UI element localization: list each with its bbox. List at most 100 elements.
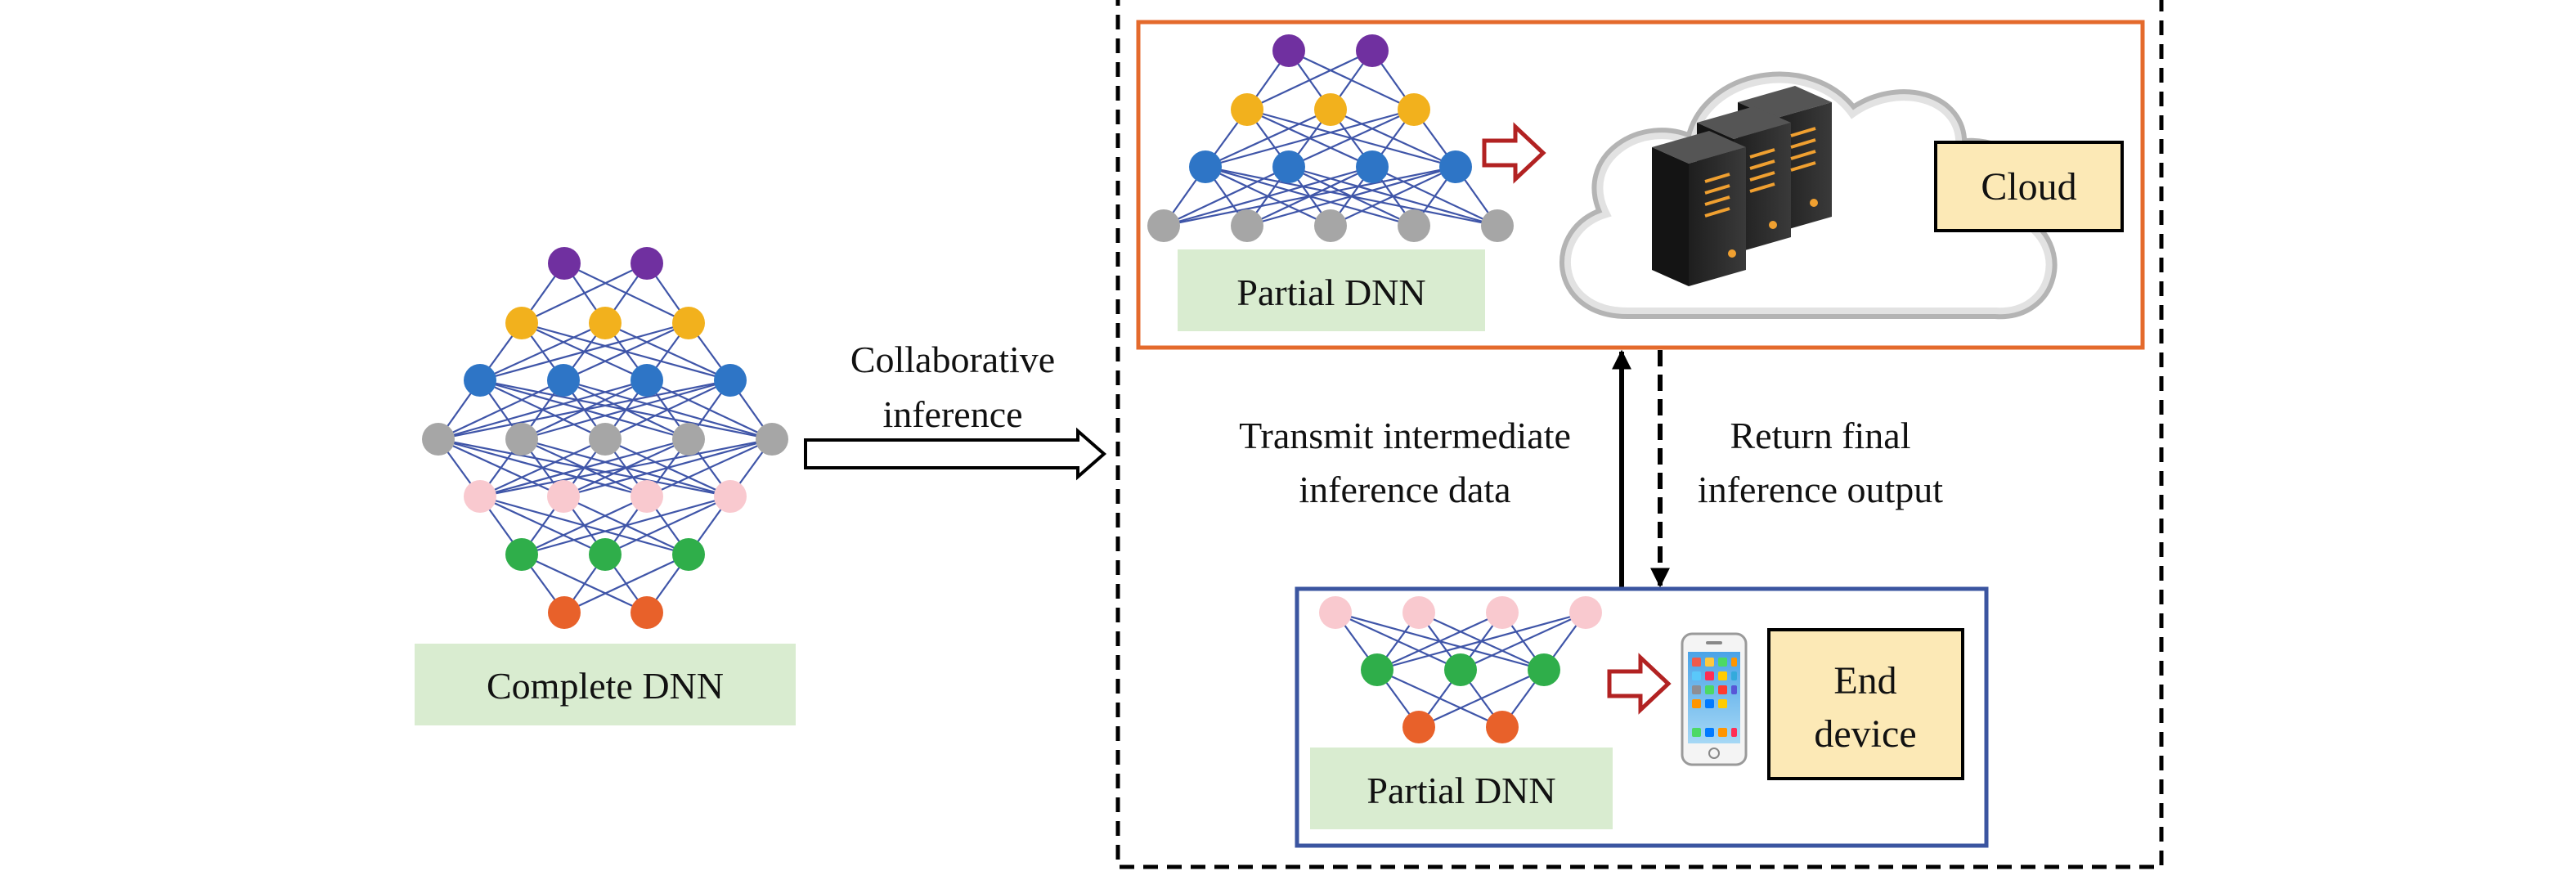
cloud-partial-dnn-label-box bbox=[1178, 249, 1485, 331]
return-label-line2: inference output bbox=[1698, 469, 1943, 510]
neuron-node-gray bbox=[1398, 209, 1430, 242]
network-edge bbox=[646, 438, 773, 498]
network-edge bbox=[1205, 108, 1331, 168]
network-edge bbox=[1376, 611, 1503, 671]
complete-dnn-label-box bbox=[415, 644, 796, 725]
network-edge bbox=[521, 496, 648, 555]
neuron-node-yellow bbox=[589, 307, 622, 339]
neuron-node-green bbox=[505, 538, 538, 571]
neuron-node-pink bbox=[547, 480, 580, 513]
device-box bbox=[1295, 586, 1989, 848]
neuron-node-orange bbox=[1486, 711, 1519, 743]
cloud-tag: Cloud bbox=[1981, 165, 2076, 209]
complete-dnn-label: Complete DNN bbox=[487, 665, 724, 707]
neuron-node-pink bbox=[464, 480, 496, 513]
device-partial-dnn-label-box bbox=[1310, 748, 1613, 829]
network-edge bbox=[1376, 611, 1586, 671]
neuron-node-gray bbox=[672, 423, 705, 456]
network-edge bbox=[479, 321, 689, 382]
network-edge bbox=[438, 379, 731, 441]
device-partial-dnn-network bbox=[1319, 596, 1602, 743]
neuron-node-green bbox=[1528, 653, 1560, 686]
end-device-tag-line2: device bbox=[1814, 712, 1916, 756]
neuron-node-pink bbox=[1402, 596, 1435, 629]
network-edge bbox=[563, 321, 689, 382]
cloud-red-arrow bbox=[1482, 122, 1546, 184]
collaborative-label-line2: inference bbox=[882, 393, 1022, 435]
network-edge bbox=[1163, 166, 1290, 227]
network-edge bbox=[1330, 166, 1456, 227]
network-edge bbox=[563, 554, 689, 613]
collaborative-arrow bbox=[804, 427, 1107, 481]
transmit-label-line1: Transmit intermediate bbox=[1239, 415, 1571, 456]
neuron-node-gray bbox=[1314, 209, 1347, 242]
device-red-arrow bbox=[1607, 653, 1672, 715]
cloud-box bbox=[1136, 20, 2145, 350]
network-edge bbox=[1460, 611, 1586, 671]
end-device-tag-line1: End bbox=[1833, 659, 1896, 703]
neuron-node-green bbox=[1361, 653, 1393, 686]
cloud-servers-icon bbox=[1560, 71, 2058, 320]
neuron-node-pink bbox=[1319, 596, 1352, 629]
neuron-node-blue bbox=[631, 364, 663, 397]
neuron-node-pink bbox=[631, 480, 663, 513]
neuron-node-blue bbox=[1189, 150, 1222, 183]
neuron-node-blue bbox=[547, 364, 580, 397]
network-edge bbox=[604, 379, 731, 440]
neuron-node-green bbox=[1444, 653, 1477, 686]
smartphone-icon bbox=[1681, 632, 1748, 766]
neuron-node-pink bbox=[1486, 596, 1519, 629]
neuron-node-yellow bbox=[1398, 93, 1430, 126]
neuron-node-pink bbox=[714, 480, 747, 513]
transmit-label-line2: inference data bbox=[1299, 469, 1510, 510]
network-edge bbox=[479, 438, 689, 498]
neuron-node-yellow bbox=[505, 307, 538, 339]
neuron-node-orange bbox=[1402, 711, 1435, 743]
neuron-node-gray bbox=[589, 423, 622, 456]
neuron-node-purple bbox=[548, 247, 581, 280]
network-edges bbox=[1163, 50, 1498, 227]
network-edge bbox=[604, 496, 731, 555]
neuron-node-yellow bbox=[672, 307, 705, 339]
network-edge bbox=[521, 379, 731, 441]
neuron-node-blue bbox=[464, 364, 496, 397]
cloud-partial-dnn-network bbox=[1147, 34, 1514, 242]
network-edge bbox=[563, 438, 773, 498]
device-partial-dnn-label: Partial DNN bbox=[1367, 770, 1555, 811]
network-edge bbox=[1288, 108, 1415, 168]
network-edge bbox=[1205, 108, 1415, 168]
cloud-partial-dnn-label: Partial DNN bbox=[1236, 272, 1425, 313]
network-edge bbox=[1163, 165, 1373, 227]
neuron-node-gray bbox=[422, 423, 455, 456]
network-edge bbox=[438, 379, 648, 441]
neuron-node-orange bbox=[631, 596, 663, 629]
neuron-node-gray bbox=[1481, 209, 1514, 242]
neuron-node-purple bbox=[631, 247, 663, 280]
network-edge bbox=[1246, 165, 1456, 227]
neuron-node-blue bbox=[1272, 150, 1305, 183]
neuron-node-yellow bbox=[1231, 93, 1263, 126]
neuron-node-purple bbox=[1272, 34, 1305, 67]
neuron-node-blue bbox=[1356, 150, 1389, 183]
neuron-node-gray bbox=[1147, 209, 1180, 242]
network-edge bbox=[479, 438, 606, 498]
neuron-node-yellow bbox=[1314, 93, 1347, 126]
network-edge bbox=[521, 263, 648, 324]
neuron-node-gray bbox=[505, 423, 538, 456]
network-edge bbox=[1246, 50, 1373, 110]
neuron-node-gray bbox=[1231, 209, 1263, 242]
neuron-node-gray bbox=[756, 423, 788, 456]
end-device-tag-box bbox=[1767, 628, 1964, 780]
return-label-line1: Return final bbox=[1730, 415, 1911, 456]
neuron-node-blue bbox=[714, 364, 747, 397]
neuron-node-blue bbox=[1439, 150, 1472, 183]
complete-dnn-network bbox=[422, 247, 788, 629]
network-edge bbox=[438, 379, 564, 440]
cloud-tag-box bbox=[1934, 141, 2124, 232]
network-edges bbox=[1335, 611, 1586, 729]
collaborative-label-line1: Collaborative bbox=[850, 339, 1055, 380]
neuron-node-pink bbox=[1569, 596, 1602, 629]
neuron-node-green bbox=[672, 538, 705, 571]
network-edge bbox=[1163, 165, 1456, 227]
